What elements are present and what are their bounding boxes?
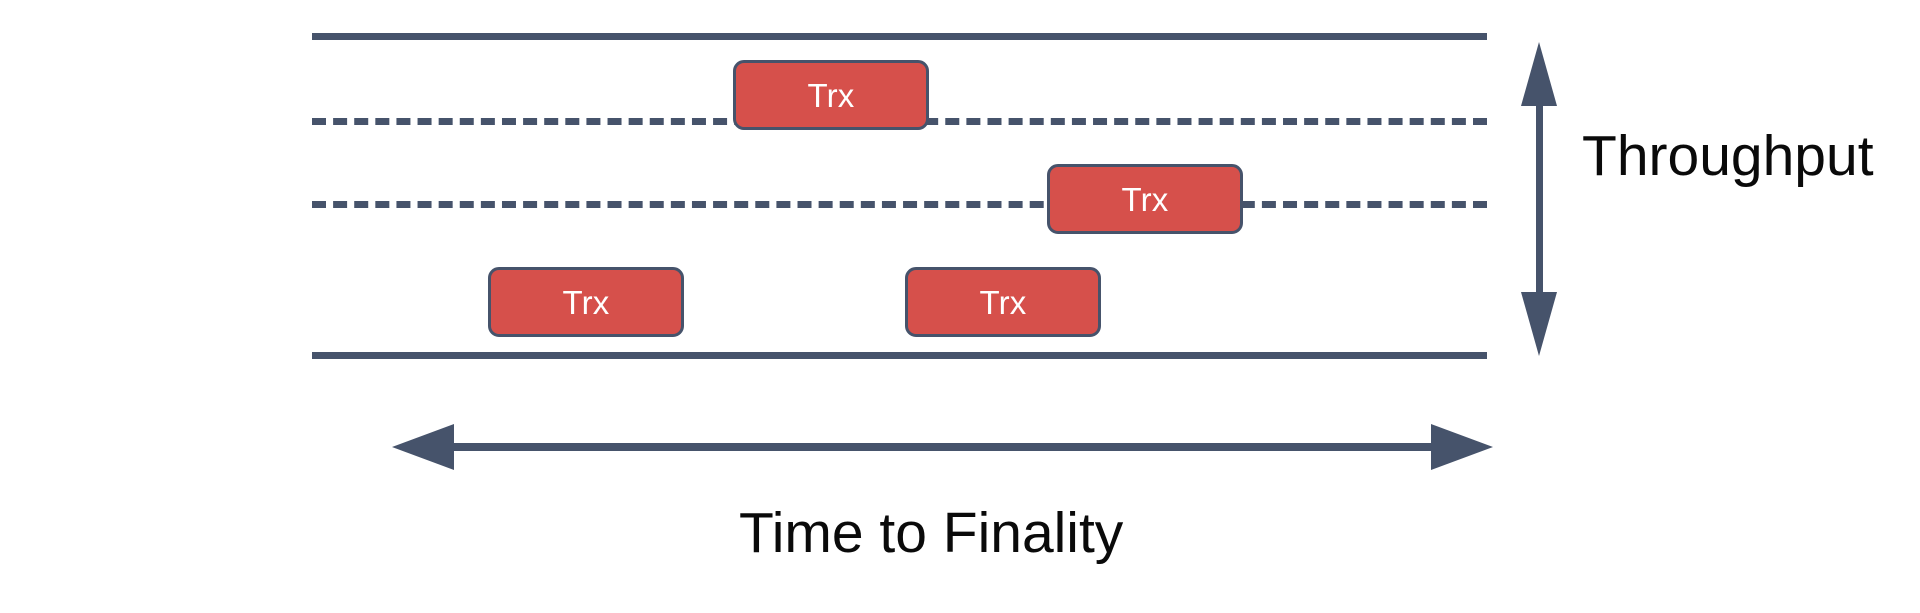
transaction-label: Trx [807, 76, 855, 114]
arrow-shaft-vertical [1536, 104, 1543, 294]
arrow-head-right-icon [1431, 424, 1493, 470]
finality-axis-label: Time to Finality [739, 501, 1124, 565]
arrow-head-left-icon [392, 424, 454, 470]
throughput-axis-label: Throughput [1582, 124, 1874, 188]
transaction-block[interactable]: Trx [905, 267, 1101, 337]
lane-boundary-top [312, 33, 1487, 40]
arrow-shaft-horizontal [449, 443, 1436, 451]
transaction-label: Trx [562, 283, 610, 321]
arrow-head-down-icon [1521, 292, 1557, 356]
transaction-label: Trx [1121, 180, 1169, 218]
transaction-block[interactable]: Trx [733, 60, 929, 130]
arrow-head-up-icon [1521, 42, 1557, 106]
transaction-label: Trx [979, 283, 1027, 321]
transaction-block[interactable]: Trx [1047, 164, 1243, 234]
finality-axis-arrow-icon [392, 424, 1493, 470]
throughput-axis-arrow-icon [1521, 42, 1557, 356]
lane-divider-lower [312, 201, 1487, 208]
transaction-block[interactable]: Trx [488, 267, 684, 337]
lane-boundary-bottom [312, 352, 1487, 359]
